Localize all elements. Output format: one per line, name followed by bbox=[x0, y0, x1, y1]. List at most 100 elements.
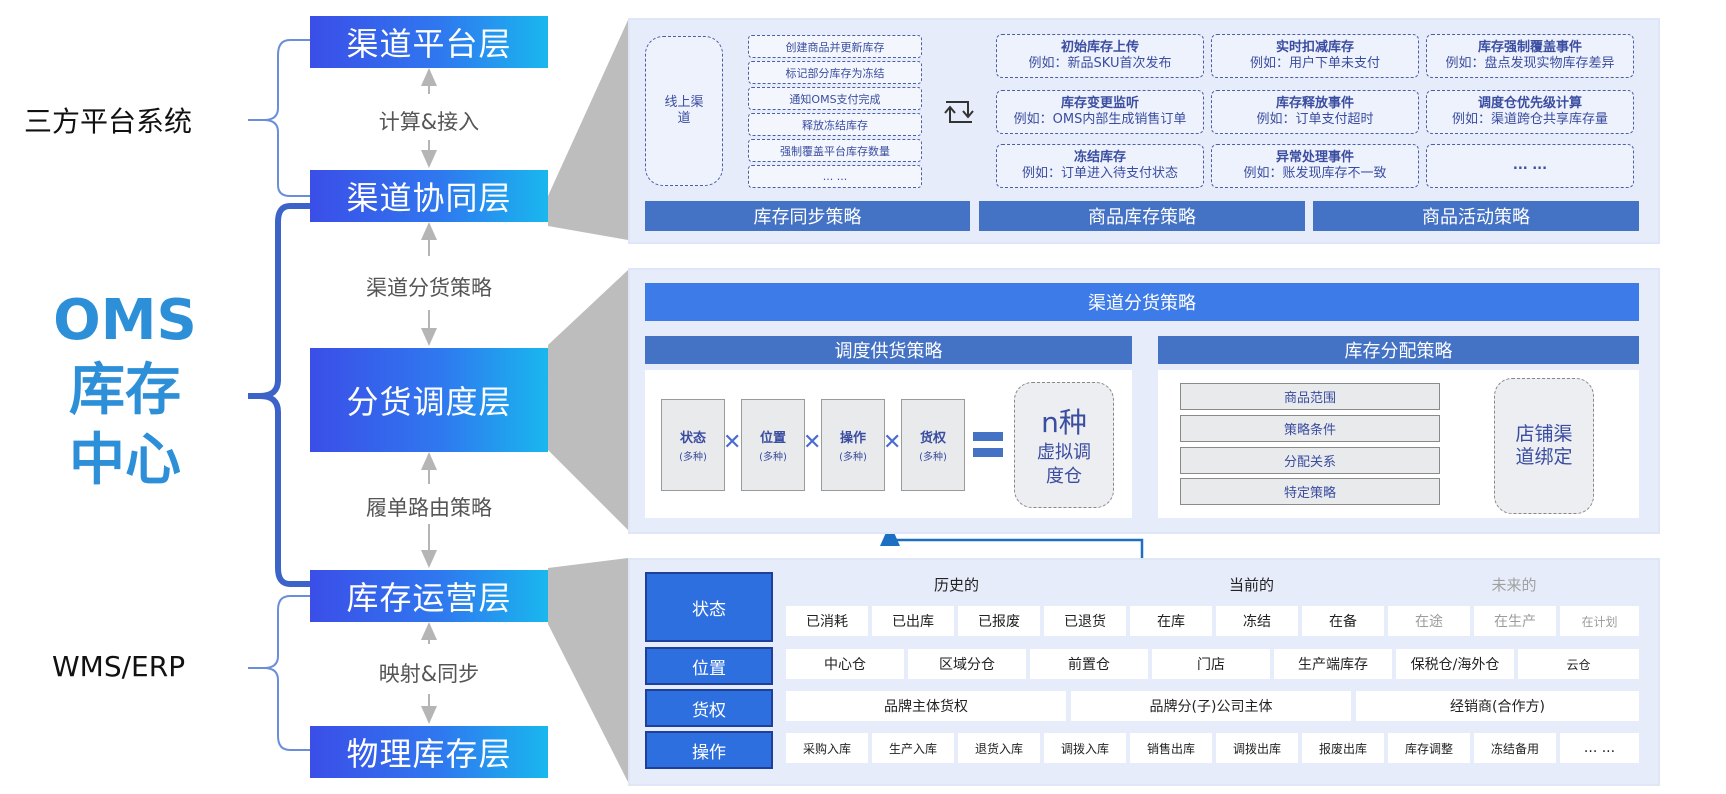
factor-box: 位置 (多种) bbox=[741, 399, 805, 491]
oms-title: OMS 库存 中心 bbox=[40, 286, 210, 496]
event-title: 实时扣减库存 bbox=[1275, 40, 1354, 55]
layer-physical-inventory: 物理库存层 bbox=[310, 726, 548, 778]
multiply-icon: ✕ bbox=[803, 430, 822, 455]
between-label: 履单路由策略 bbox=[366, 496, 492, 520]
oms-title-line: 中心 bbox=[69, 428, 181, 493]
event-example: 例如：用户下单未支付 bbox=[1249, 56, 1380, 71]
operation-cell: ... ... bbox=[1560, 733, 1639, 763]
operation-cell: 冻结备用 bbox=[1474, 733, 1556, 763]
factor-sub: (多种) bbox=[759, 452, 787, 463]
ownership-cell: 品牌主体货权 bbox=[786, 691, 1066, 721]
fan-mid bbox=[548, 270, 628, 530]
location-cell: 云仓 bbox=[1518, 649, 1639, 679]
status-cell: 在备 bbox=[1302, 606, 1384, 636]
mid-header-bar: 渠道分货策略 bbox=[645, 283, 1639, 321]
event-card: 初始库存上传例如：新品SKU首次发布 bbox=[996, 34, 1204, 78]
event-title: 冻结库存 bbox=[1073, 150, 1126, 165]
oms-title-line: OMS bbox=[53, 288, 197, 353]
location-cell: 前置仓 bbox=[1030, 649, 1148, 679]
row-header-status: 状态 bbox=[645, 572, 773, 642]
factor-box: 货权 (多种) bbox=[901, 399, 965, 491]
location-cell: 中心仓 bbox=[786, 649, 904, 679]
event-title: 库存强制覆盖事件 bbox=[1477, 40, 1582, 55]
event-example: 例如：订单支付超时 bbox=[1256, 112, 1374, 127]
operation-cell: 销售出库 bbox=[1130, 733, 1212, 763]
between-label: 计算&接入 bbox=[378, 110, 480, 134]
factor-box: 状态 (多种) bbox=[661, 399, 725, 491]
layer-channel-platform: 渠道平台层 bbox=[310, 16, 548, 68]
event-card: 冻结库存例如：订单进入待支付状态 bbox=[996, 144, 1204, 188]
location-cell: 保税仓/海外仓 bbox=[1396, 649, 1514, 679]
store-binding-box: 店铺渠道绑定 bbox=[1494, 378, 1594, 514]
row-header-location: 位置 bbox=[645, 647, 773, 685]
event-card: 异常处理事件例如：账发现库存不一致 bbox=[1211, 144, 1419, 188]
multiply-icon: ✕ bbox=[723, 430, 742, 455]
virtual-label: 虚拟调度仓 bbox=[1037, 442, 1091, 487]
factor-name: 状态 bbox=[679, 431, 706, 446]
layer-channel-collab: 渠道协同层 bbox=[310, 170, 548, 222]
third-party-label: 三方平台系统 bbox=[24, 105, 193, 138]
operation-cell: 调拨出库 bbox=[1216, 733, 1298, 763]
oms-title-line: 库存 bbox=[69, 358, 181, 423]
factor-sub: (多种) bbox=[679, 452, 707, 463]
allocation-strategy: 特定策略 bbox=[1180, 478, 1440, 505]
factor-name: 位置 bbox=[759, 431, 786, 446]
location-cell: 生产端库存 bbox=[1274, 649, 1392, 679]
status-cell: 在库 bbox=[1130, 606, 1212, 636]
location-cell: 门店 bbox=[1152, 649, 1270, 679]
status-cell: 在生产 bbox=[1474, 606, 1556, 636]
factor-name: 操作 bbox=[839, 431, 866, 446]
location-cell: 区域分仓 bbox=[908, 649, 1026, 679]
factor-name: 货权 bbox=[919, 431, 946, 446]
factor-sub: (多种) bbox=[839, 452, 867, 463]
strategy-bar: 库存同步策略 bbox=[645, 201, 970, 231]
allocation-strategy: 商品范围 bbox=[1180, 383, 1440, 410]
event-example: 例如：盘点发现实物库存差异 bbox=[1445, 56, 1615, 71]
channel-action: 强制覆盖平台库存数量 bbox=[748, 139, 922, 162]
ownership-cell: 品牌分(子)公司主体 bbox=[1071, 691, 1351, 721]
allocation-strategy: 分配关系 bbox=[1180, 447, 1440, 474]
brace-third-party bbox=[248, 39, 310, 197]
operation-cell: 报废出库 bbox=[1302, 733, 1384, 763]
operation-cell: 退货入库 bbox=[958, 733, 1040, 763]
status-cell: 冻结 bbox=[1216, 606, 1298, 636]
channel-action: ... ... bbox=[748, 165, 922, 188]
virtual-warehouse: n种 虚拟调度仓 bbox=[1014, 382, 1114, 508]
event-title: 库存释放事件 bbox=[1275, 96, 1354, 111]
virtual-count: n种 bbox=[1041, 406, 1087, 439]
between-label: 映射&同步 bbox=[378, 662, 480, 686]
brace-wms bbox=[248, 595, 310, 751]
sync-icon bbox=[938, 94, 980, 130]
event-example: 例如：新品SKU首次发布 bbox=[1028, 56, 1172, 71]
row-header-operation: 操作 bbox=[645, 731, 773, 769]
equals-icon bbox=[973, 448, 1003, 457]
channel-action: 创建商品并更新库存 bbox=[748, 35, 922, 58]
status-cell: 在途 bbox=[1388, 606, 1470, 636]
event-example: 例如：渠道跨仓共享库存量 bbox=[1451, 112, 1608, 127]
event-card: 库存释放事件例如：订单支付超时 bbox=[1211, 90, 1419, 134]
online-channel-box: 线上渠道 bbox=[645, 36, 723, 186]
strategy-bar: 商品库存策略 bbox=[979, 201, 1305, 231]
brace-oms bbox=[248, 203, 310, 587]
wms-label: WMS/ERP bbox=[52, 650, 186, 683]
event-example: 例如：OMS内部生成销售订单 bbox=[1013, 112, 1187, 127]
event-title: 异常处理事件 bbox=[1275, 150, 1354, 165]
factor-sub: (多种) bbox=[919, 452, 947, 463]
channel-action: 标记部分库存为冻结 bbox=[748, 61, 922, 84]
store-binding-label: 店铺渠道绑定 bbox=[1515, 423, 1573, 468]
allocation-strategy: 策略条件 bbox=[1180, 415, 1440, 442]
event-card: 调度仓优先级计算例如：渠道跨仓共享库存量 bbox=[1426, 90, 1634, 134]
strategy-bar: 商品活动策略 bbox=[1313, 201, 1639, 231]
multiply-icon: ✕ bbox=[883, 430, 902, 455]
event-card: 实时扣减库存例如：用户下单未支付 bbox=[1211, 34, 1419, 78]
ownership-cell: 经销商(合作方) bbox=[1356, 691, 1639, 721]
layer-inventory-ops: 库存运营层 bbox=[310, 570, 548, 622]
fan-top bbox=[548, 20, 628, 240]
status-cell: 已报废 bbox=[958, 606, 1040, 636]
operation-cell: 调拨入库 bbox=[1044, 733, 1126, 763]
status-cell: 已退货 bbox=[1044, 606, 1126, 636]
event-title: 初始库存上传 bbox=[1060, 40, 1139, 55]
equals-icon bbox=[973, 432, 1003, 441]
dispatch-title-bar: 调度供货策略 bbox=[645, 336, 1132, 364]
operation-cell: 生产入库 bbox=[872, 733, 954, 763]
